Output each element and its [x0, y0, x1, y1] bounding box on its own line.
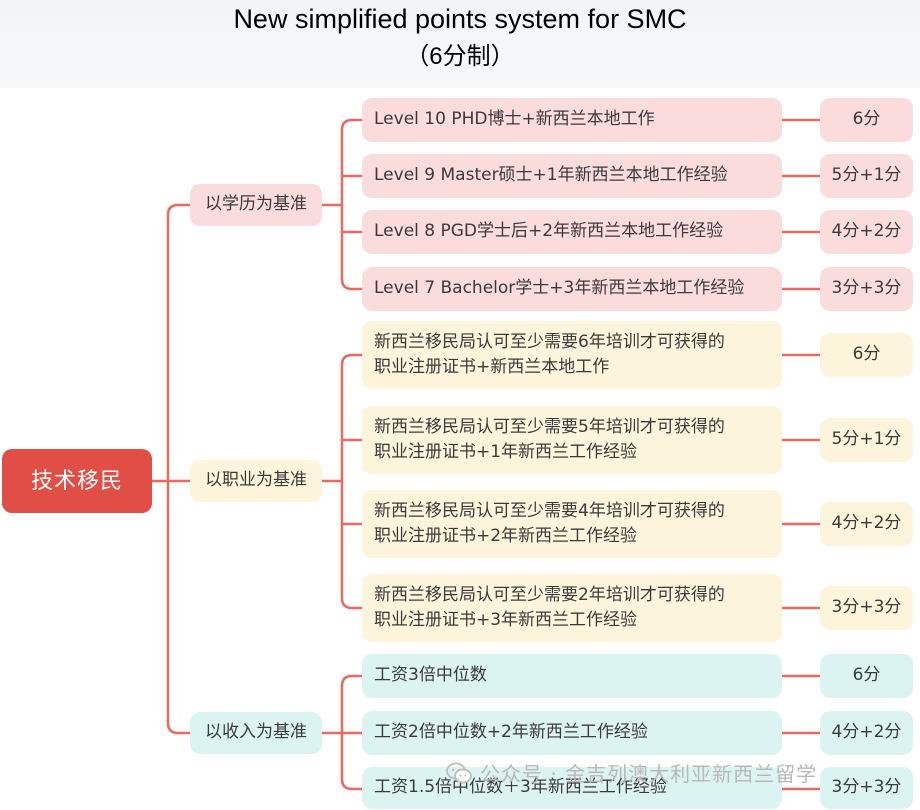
points-occupation-2: 5分+1分 — [820, 418, 913, 462]
points-income-3: 3分+3分 — [820, 767, 913, 809]
leaf-education-4: Level 7 Bachelor学士+3年新西兰本地工作经验 — [362, 267, 782, 311]
connector-income — [320, 674, 364, 791]
leaf-occupation-3-line1: 新西兰移民局认可至少需要4年培训才可获得的 — [374, 500, 725, 521]
points-education-3: 4分+2分 — [820, 210, 913, 254]
category-education: 以学历为基准 — [190, 184, 322, 226]
connector-root-to-categories — [150, 203, 192, 735]
category-income: 以收入为基准 — [190, 712, 322, 754]
watermark-text: 公众号 · 金吉列澳大利亚新西兰留学 — [480, 762, 818, 786]
leaf-income-1: 工资3倍中位数 — [362, 654, 782, 698]
points-occupation-3: 4分+2分 — [820, 502, 913, 546]
watermark: 公众号 · 金吉列澳大利亚新西兰留学 — [446, 758, 817, 787]
points-education-2: 5分+1分 — [820, 154, 913, 198]
leaf-occupation-4: 新西兰移民局认可至少需要2年培训才可获得的职业注册证书+3年新西兰工作经验 — [362, 574, 782, 642]
points-education-1: 6分 — [820, 98, 913, 142]
leaf-occupation-2: 新西兰移民局认可至少需要5年培训才可获得的职业注册证书+1年新西兰工作经验 — [362, 406, 782, 474]
header-band — [0, 0, 920, 88]
points-education-4: 3分+3分 — [820, 267, 913, 311]
diagram-subtitle: （6分制） — [405, 43, 515, 70]
leaf-occupation-1-line2: 职业注册证书+新西兰本地工作 — [374, 357, 610, 377]
leaf-education-2: Level 9 Master硕士+1年新西兰本地工作经验 — [362, 154, 782, 198]
connector-points — [780, 118, 822, 791]
leaf-occupation-1: 新西兰移民局认可至少需要6年培训才可获得的职业注册证书+新西兰本地工作 — [362, 321, 782, 389]
leaf-occupation-2-line2: 职业注册证书+1年新西兰工作经验 — [374, 442, 638, 462]
leaf-income-2: 工资2倍中位数+2年新西兰工作经验 — [362, 711, 782, 755]
wechat-icon — [446, 762, 472, 783]
leaf-occupation-4-line2: 职业注册证书+3年新西兰工作经验 — [374, 610, 638, 630]
leaf-education-1: Level 10 PHD博士+新西兰本地工作 — [362, 98, 782, 142]
leaf-occupation-2-line1: 新西兰移民局认可至少需要5年培训才可获得的 — [374, 416, 725, 437]
leaf-occupation-3-line2: 职业注册证书+2年新西兰工作经验 — [374, 526, 638, 546]
connector-occupation — [320, 353, 364, 610]
leaf-occupation-4-line1: 新西兰移民局认可至少需要2年培训才可获得的 — [374, 584, 725, 605]
points-occupation-1: 6分 — [820, 333, 913, 377]
leaf-income-3: 工资1.5倍中位数＋3年新西兰工作经验 — [362, 767, 782, 809]
diagram-title: New simplified points system for SMC — [233, 4, 687, 34]
points-occupation-4: 3分+3分 — [820, 586, 913, 630]
leaf-occupation-3: 新西兰移民局认可至少需要4年培训才可获得的职业注册证书+2年新西兰工作经验 — [362, 490, 782, 558]
leaf-occupation-1-line1: 新西兰移民局认可至少需要6年培训才可获得的 — [374, 331, 725, 352]
leaf-education-3: Level 8 PGD学士后+2年新西兰本地工作经验 — [362, 210, 782, 254]
connector-education — [320, 118, 364, 291]
points-income-2: 4分+2分 — [820, 711, 913, 755]
points-income-1: 6分 — [820, 654, 913, 698]
category-occupation: 以职业为基准 — [190, 460, 322, 502]
root-node: 技术移民 — [2, 449, 152, 513]
